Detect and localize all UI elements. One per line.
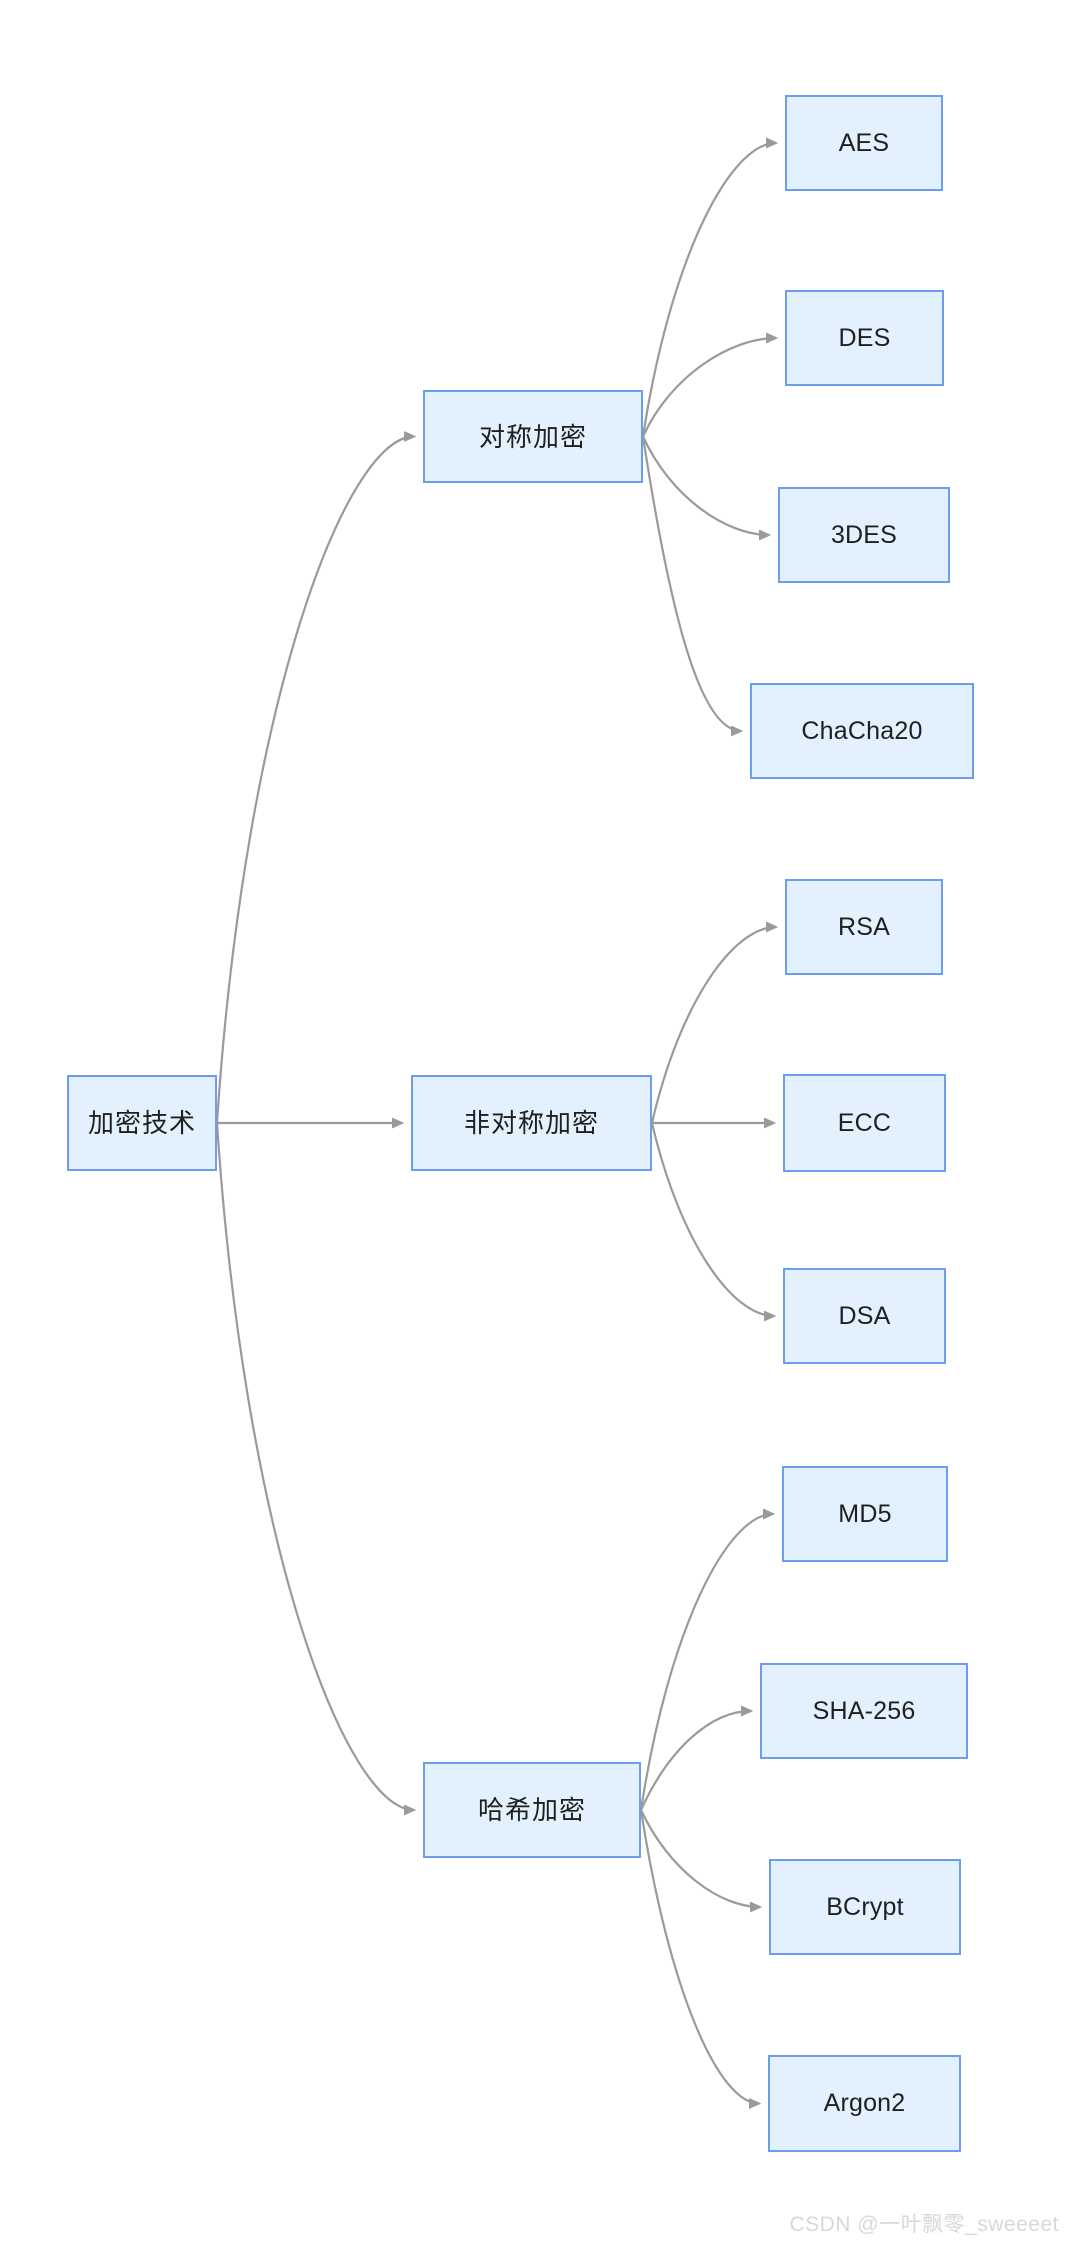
node-rsa[interactable]: RSA xyxy=(785,879,943,975)
node-label-bcrypt: BCrypt xyxy=(826,1892,904,1921)
node-dsa[interactable]: DSA xyxy=(783,1268,946,1364)
node-label-des: DES xyxy=(838,323,891,352)
node-ecc[interactable]: ECC xyxy=(783,1074,946,1172)
node-des[interactable]: DES xyxy=(785,290,944,386)
edge-symmetric-to-3des xyxy=(642,436,769,536)
edge-hash-to-argon2 xyxy=(639,1809,759,2104)
node-label-sha256: SHA-256 xyxy=(812,1696,916,1725)
node-md5[interactable]: MD5 xyxy=(782,1466,948,1562)
edge-hash-to-sha256 xyxy=(639,1711,751,1811)
node-label-argon2: Argon2 xyxy=(823,2089,906,2117)
edge-hash-to-md5 xyxy=(639,1514,773,1811)
node-label-root: 加密技术 xyxy=(87,1108,196,1138)
node-root[interactable]: 加密技术 xyxy=(67,1075,217,1171)
node-label-ecc: ECC xyxy=(837,1108,892,1137)
node-label-rsa: RSA xyxy=(837,912,890,941)
node-hash[interactable]: 哈希加密 xyxy=(423,1762,641,1858)
node-argon2[interactable]: Argon2 xyxy=(768,2055,961,2152)
edge-symmetric-to-aes xyxy=(641,143,776,437)
node-symmetric[interactable]: 对称加密 xyxy=(423,390,643,483)
node-chacha20[interactable]: ChaCha20 xyxy=(750,683,974,779)
edge-symmetric-to-chacha20 xyxy=(641,436,741,732)
node-sha256[interactable]: SHA-256 xyxy=(760,1663,968,1759)
node-aes[interactable]: AES xyxy=(785,95,943,191)
node-label-dsa: DSA xyxy=(838,1301,891,1330)
edge-hash-to-bcrypt xyxy=(640,1809,760,1907)
node-label-md5: MD5 xyxy=(838,1499,892,1528)
node-label-hash: 哈希加密 xyxy=(477,1795,586,1825)
edge-symmetric-to-des xyxy=(642,338,776,437)
watermark: CSDN @一叶飘零_sweeeet xyxy=(789,2213,1059,2236)
edge-asymmetric-to-dsa xyxy=(650,1122,774,1316)
edge-root-to-hash xyxy=(215,1122,414,1810)
node-label-chacha20: ChaCha20 xyxy=(801,716,923,745)
node-label-aes: AES xyxy=(838,128,890,157)
edge-asymmetric-to-rsa xyxy=(650,927,776,1124)
node-3des[interactable]: 3DES xyxy=(778,487,950,583)
node-label-asymmetric: 非对称加密 xyxy=(463,1108,599,1138)
node-label-3des: 3DES xyxy=(830,520,898,549)
edge-root-to-symmetric xyxy=(215,437,414,1124)
node-asymmetric[interactable]: 非对称加密 xyxy=(411,1075,652,1171)
node-bcrypt[interactable]: BCrypt xyxy=(769,1859,961,1955)
node-label-symmetric: 对称加密 xyxy=(478,421,587,452)
